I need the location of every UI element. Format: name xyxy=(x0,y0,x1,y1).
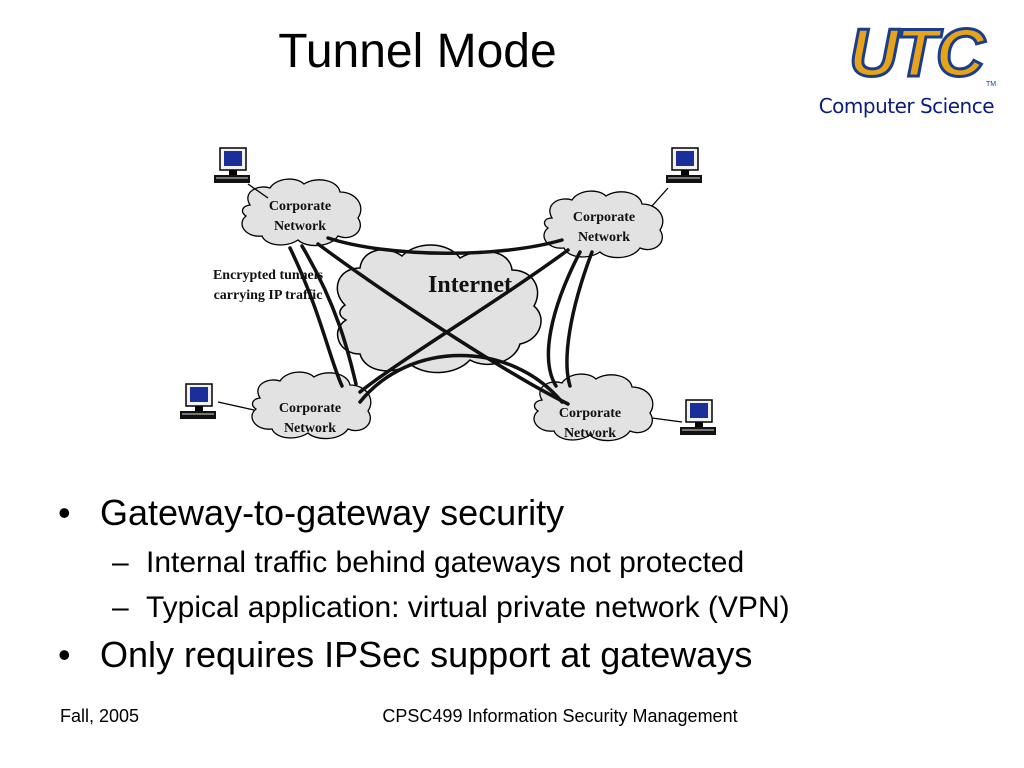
footer-date: Fall, 2005 xyxy=(60,706,140,726)
corporate-network-cloud xyxy=(251,371,372,440)
corporate-network-label: Network xyxy=(274,219,326,234)
sub-bullet-item: –Internal traffic behind gateways not pr… xyxy=(112,546,745,579)
footer-course: CPSC499 Information Security Management xyxy=(382,706,738,726)
bullet-item: Gateway-to-gateway security xyxy=(58,488,958,538)
sub-bullet-text: Internal traffic behind gateways not pro… xyxy=(146,546,745,579)
corporate-network-cloud xyxy=(533,373,654,442)
corporate-network-label: Corporate xyxy=(573,210,635,225)
utc-logo: UTC TM xyxy=(848,14,996,90)
internet-label: Internet xyxy=(428,272,512,298)
corporate-network-label: Network xyxy=(284,421,336,436)
tunnel-annotation: Encrypted tunnels xyxy=(213,268,324,283)
encrypted-tunnels xyxy=(288,236,594,406)
corporate-network-label: Corporate xyxy=(279,401,341,416)
corporate-network-cloud xyxy=(241,178,362,247)
department-label: Computer Science xyxy=(818,94,995,118)
utc-logo-text: UTC xyxy=(849,15,986,90)
computer-icon xyxy=(679,399,717,436)
tunnel-mode-diagram: Corporate Network Corporate Network Corp… xyxy=(179,147,717,442)
tunnel-annotation: carrying IP traffic xyxy=(214,288,323,303)
corporate-network-cloud xyxy=(543,190,664,259)
bullet-item: Only requires IPSec support at gateways xyxy=(58,630,958,680)
sub-bullet-text: Typical application: virtual private net… xyxy=(146,591,790,624)
corporate-network-label: Network xyxy=(564,426,616,441)
svg-text:TM: TM xyxy=(986,81,996,88)
bullet-list: Gateway-to-gateway security –Internal tr… xyxy=(58,488,958,682)
slide-title: Tunnel Mode xyxy=(278,25,557,78)
sub-bullet-item: –Typical application: virtual private ne… xyxy=(112,591,790,624)
computer-icon xyxy=(213,147,251,184)
corporate-network-label: Corporate xyxy=(269,199,331,214)
corporate-network-label: Network xyxy=(578,230,630,245)
computer-icon xyxy=(665,147,703,184)
computer-icon xyxy=(179,383,217,420)
corporate-network-label: Corporate xyxy=(559,406,621,421)
internet-cloud xyxy=(336,244,542,374)
